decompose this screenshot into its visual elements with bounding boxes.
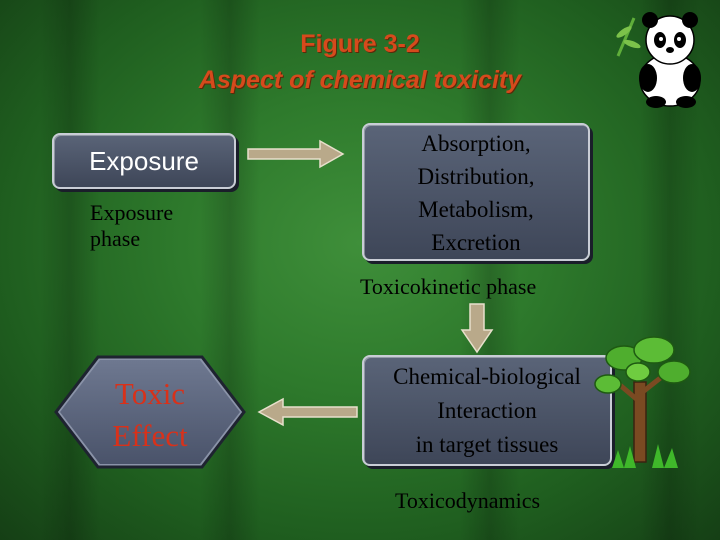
adme-line: Absorption, [421, 131, 531, 156]
chem-line: in target tissues [415, 431, 559, 457]
tree-icon [594, 336, 691, 468]
toxicokinetic-phase-label: Toxicokinetic phase [360, 274, 537, 299]
toxic-effect-hexagon: Toxic Effect [54, 355, 246, 469]
figure-number: Figure 3-2 [300, 30, 420, 58]
arrow-down-icon [460, 303, 494, 354]
chem-line: Chemical-biological [393, 363, 581, 389]
exposure-phase-line: Exposure [90, 200, 174, 225]
arrow-right-icon [247, 139, 345, 169]
exposure-box: Exposure [52, 133, 236, 189]
adme-line: Distribution, [417, 164, 535, 189]
adme-line: Metabolism, [418, 197, 534, 222]
arrow-left-icon [257, 397, 358, 427]
exposure-phase-line: phase [90, 226, 141, 251]
adme-box: Absorption, Distribution, Metabolism, Ex… [362, 123, 590, 261]
toxic-effect-line: Toxic [114, 376, 186, 411]
chemical-biological-box: Chemical-biological Interaction in targe… [362, 355, 612, 466]
adme-line: Excretion [431, 230, 521, 255]
figure-title: Aspect of chemical toxicity [198, 66, 522, 94]
chem-line: Interaction [437, 397, 537, 423]
exposure-phase-label: Exposure phase [90, 200, 173, 252]
toxic-effect-line: Effect [112, 418, 188, 453]
toxicodynamics-label: Toxicodynamics [395, 488, 541, 513]
panda-icon [616, 12, 701, 108]
